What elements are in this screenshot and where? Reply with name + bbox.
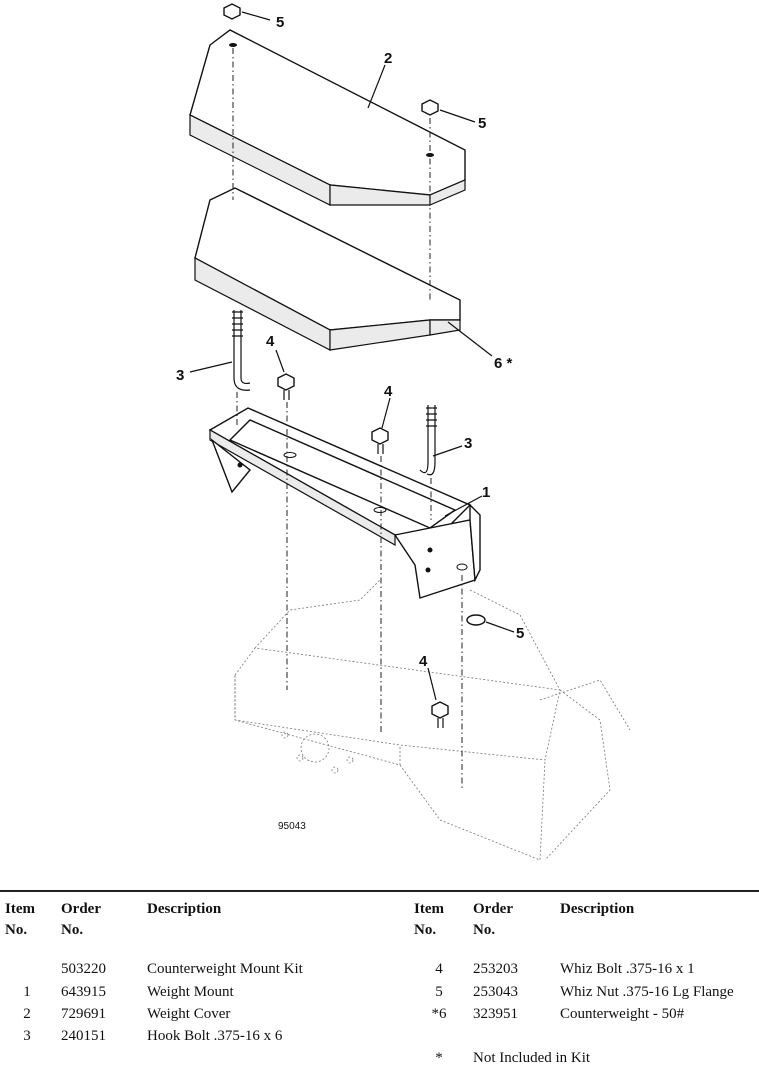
row-description: Whiz Nut .375-16 Lg Flange [560, 984, 734, 1000]
weight-mount [208, 407, 481, 599]
hook-bolt-left [232, 310, 251, 391]
header-item-right: Item No. [414, 899, 444, 941]
header-order-line1: Order [473, 901, 513, 917]
whiz-nut-top [223, 3, 241, 20]
table-top-rule [0, 890, 759, 892]
assembly-centerlines [232, 48, 463, 790]
whiz-bolt-upper-right [371, 427, 389, 454]
header-item-left: Item No. [5, 899, 35, 941]
callout-leaders [189, 11, 515, 701]
callout-6: 6 * [494, 355, 513, 372]
row-order-no: 323951 [473, 1006, 518, 1022]
row-item-no: *6 [431, 1006, 447, 1022]
header-item-line2: No. [414, 922, 437, 938]
callout-4-lower: 4 [419, 653, 428, 670]
row-item-no: 1 [23, 984, 31, 1000]
row-order-no: 503220 [61, 961, 106, 977]
callout-5-lower: 5 [516, 625, 524, 642]
header-description-left: Description [147, 901, 222, 917]
row-order-no: 643915 [61, 984, 106, 1000]
header-order-right: Order No. [473, 899, 513, 941]
callout-3-right: 3 [464, 435, 472, 452]
whiz-nut-right [421, 99, 439, 116]
row-order-no: 240151 [61, 1028, 106, 1044]
whiz-bolt-lower [431, 701, 449, 728]
callout-5-right: 5 [478, 115, 486, 132]
counterweight [194, 187, 461, 351]
header-order-line1: Order [61, 901, 101, 917]
whiz-nut-lower [466, 614, 486, 626]
header-order-line2: No. [61, 922, 84, 938]
row-order-no: 253203 [473, 961, 518, 977]
row-description: Weight Mount [147, 984, 234, 1000]
weight-cover [189, 29, 466, 206]
callout-3-left: 3 [176, 367, 184, 384]
header-item-line2: No. [5, 922, 28, 938]
exploded-parts-diagram: 5 2 5 6 * 3 4 4 3 1 5 4 95043 [176, 3, 631, 861]
row-description: Counterweight - 50# [560, 1006, 685, 1022]
row-item-no: 3 [23, 1028, 31, 1044]
header-item-line1: Item [5, 901, 35, 917]
row-order-no: 729691 [61, 1006, 106, 1022]
whiz-bolt-upper-left [277, 373, 295, 400]
callout-4-upper-left: 4 [266, 333, 275, 350]
row-description: Weight Cover [147, 1006, 231, 1022]
callout-2: 2 [384, 50, 392, 67]
footnote-text: Not Included in Kit [473, 1050, 591, 1066]
callout-4-upper-right: 4 [384, 383, 393, 400]
row-order-no: 253043 [473, 984, 518, 1000]
row-description: Hook Bolt .375-16 x 6 [147, 1028, 283, 1044]
figure-number: 95043 [278, 821, 306, 832]
row-item-no: 5 [435, 984, 443, 1000]
header-description-right: Description [560, 901, 635, 917]
row-description: Whiz Bolt .375-16 x 1 [560, 961, 695, 977]
footnote-mark: * [435, 1050, 443, 1066]
header-order-line2: No. [473, 922, 496, 938]
row-item-no: 4 [435, 961, 443, 977]
header-order-left: Order No. [61, 899, 101, 941]
hook-bolt-right [419, 405, 437, 476]
row-item-no: 2 [23, 1006, 31, 1022]
callout-1: 1 [482, 484, 490, 501]
row-description: Counterweight Mount Kit [147, 961, 303, 977]
header-item-line1: Item [414, 901, 444, 917]
callout-5-top: 5 [276, 14, 284, 31]
tractor-frame-outline [234, 579, 631, 861]
